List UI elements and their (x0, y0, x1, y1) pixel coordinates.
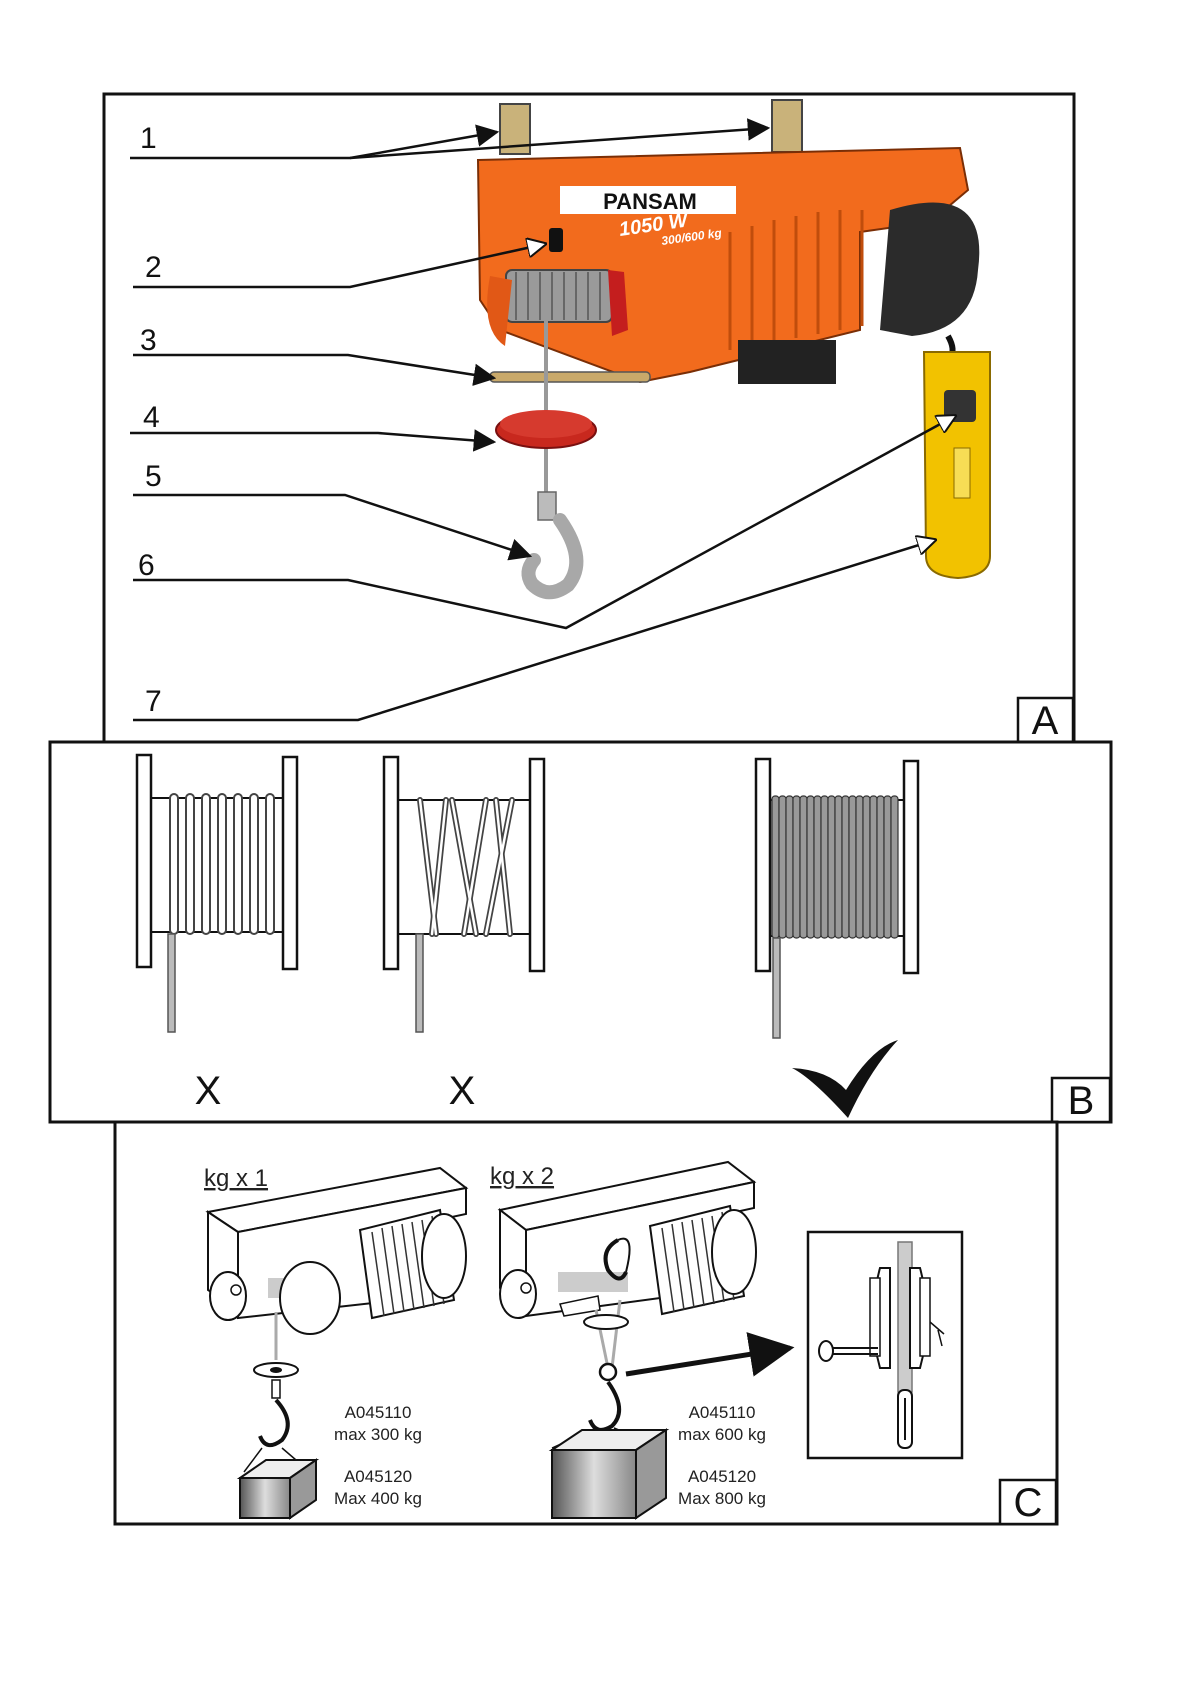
drum-correct-winding (756, 759, 918, 1038)
single-line-setup: kg x 1 (204, 1165, 466, 1518)
callout-1: 1 (140, 122, 157, 155)
double-line-title: kg x 2 (490, 1163, 554, 1190)
panel-b-letter: B (1068, 1079, 1095, 1123)
double-line-setup: kg x 2 (490, 1162, 766, 1518)
double-model-1: A045110 (689, 1403, 756, 1422)
single-model-2: A045120 (344, 1467, 412, 1486)
single-line-title: kg x 1 (204, 1165, 268, 1192)
pendant-control (924, 352, 990, 578)
single-max-1: max 300 kg (334, 1425, 422, 1444)
counterweight (496, 410, 596, 448)
panel-a: A (104, 94, 1074, 743)
single-max-2: Max 400 kg (334, 1489, 422, 1508)
hook (528, 492, 576, 592)
double-max-2: Max 800 kg (678, 1489, 766, 1508)
emergency-switch-icon (549, 228, 563, 252)
callout-3: 3 (140, 324, 157, 357)
callout-6: 6 (138, 549, 155, 582)
callout-5: 5 (145, 460, 162, 493)
mounting-bracket (500, 100, 802, 154)
detail-arrow (626, 1348, 790, 1374)
pulley-detail-inset (808, 1232, 962, 1458)
wrong-mark-1: X (195, 1069, 222, 1113)
electric-hoist-photo: PANSAM 1050 W 300/600 kg (478, 100, 990, 592)
double-model-2: A045120 (688, 1467, 756, 1486)
callout-4: 4 (143, 401, 160, 434)
callout-labels: 1 2 3 4 5 6 7 (138, 122, 162, 718)
panel-b: B X (50, 742, 1111, 1123)
drum-spaced-winding (137, 755, 297, 1032)
panel-c: C kg x 1 (115, 1122, 1057, 1525)
wrong-mark-2: X (449, 1069, 476, 1113)
drum-crossed-winding (384, 757, 544, 1032)
single-model-1: A045110 (345, 1403, 412, 1422)
double-max-1: max 600 kg (678, 1425, 766, 1444)
panel-c-letter: C (1014, 1481, 1043, 1525)
panel-a-letter: A (1032, 699, 1059, 743)
callout-2: 2 (145, 251, 162, 284)
callout-7: 7 (145, 685, 162, 718)
checkmark-icon (792, 1040, 898, 1118)
